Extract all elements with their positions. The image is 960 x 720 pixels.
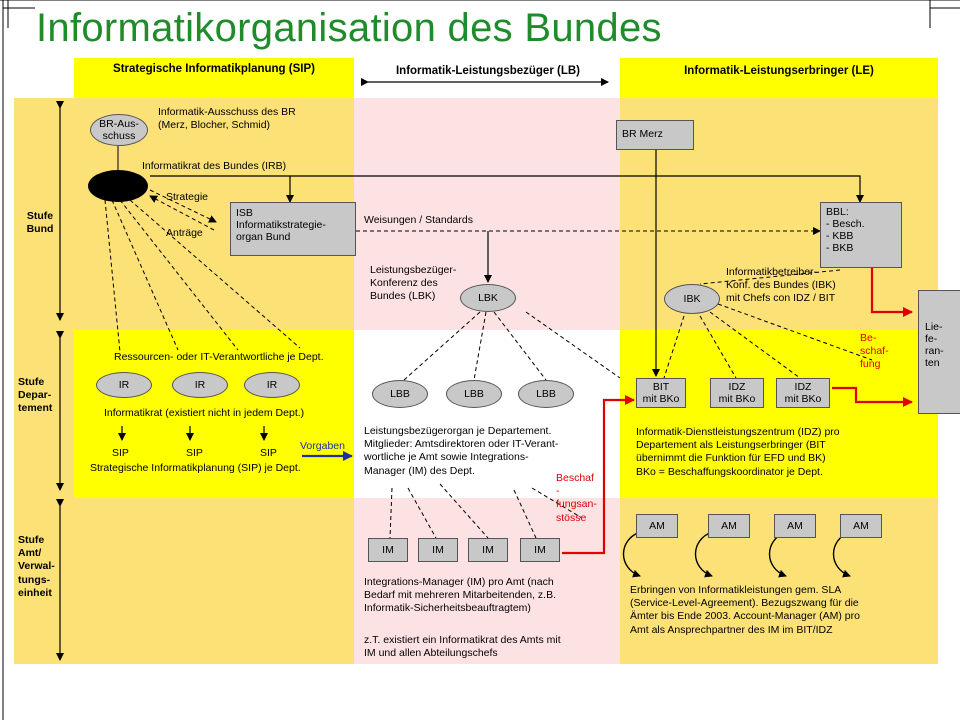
weisungen-label: Weisungen / Standards (364, 214, 473, 226)
level-amt-band (14, 498, 74, 664)
lbb-ellipse-1: LBB (372, 380, 428, 408)
am-text: Erbringen von Informatikleistungen gem. … (630, 584, 860, 636)
im-box-2: IM (418, 538, 458, 562)
lbk-ellipse: LBK (460, 284, 516, 312)
am-box-1: AM (636, 514, 678, 538)
sip-label-2: SIP (186, 447, 203, 459)
level-bund-label: Stufe Bund (26, 210, 54, 236)
am-box-3: AM (774, 514, 816, 538)
ir-text: Informatikrat (existiert nicht in jedem … (104, 407, 305, 419)
sip-departement-zone (74, 330, 354, 498)
im-text: Integrations-Manager (IM) pro Amt (nach … (364, 576, 557, 615)
le-departement-zone (620, 330, 938, 498)
am-box-4: AM (840, 514, 882, 538)
sip-header-band (74, 58, 354, 98)
lieferanten-box: Lie- fe- ran- ten (918, 290, 960, 414)
ibk-ellipse: IBK (664, 284, 720, 314)
ibk-text: Informatikbetreiber- Konf. des Bundes (I… (726, 266, 836, 305)
level-bund-band (14, 98, 74, 330)
irb-ellipse (88, 170, 148, 202)
im-box-3: IM (468, 538, 508, 562)
im-text-2: z.T. existiert ein Informatikrat des Amt… (364, 634, 561, 660)
bit-box: BIT mit BKo (636, 378, 686, 408)
irb-text: Informatikrat des Bundes (IRB) (142, 160, 287, 172)
lbb-text: Leistungsbezügerorgan je Departement. Mi… (364, 425, 559, 477)
le-header-band (620, 58, 938, 98)
ressourcen-text: Ressourcen- oder IT-Verantwortliche je D… (114, 351, 324, 363)
header-le: Informatik-Leistungserbringer (LE) (684, 65, 874, 77)
level-departement-band (14, 330, 74, 498)
ir-ellipse-1: IR (96, 372, 152, 398)
sip-label-1: SIP (112, 447, 129, 459)
br-ausschuss-ellipse: BR-Aus- schuss (90, 114, 148, 146)
sip-amt-zone (74, 498, 354, 664)
isb-box: ISB Informatikstrategie- organ Bund (230, 202, 356, 256)
header-lb: Informatik-Leistungsbezüger (LB) (395, 65, 580, 77)
ir-ellipse-2: IR (172, 372, 228, 398)
beschaffungsanstoesse-label: Beschaf - fungsan- stösse (556, 472, 597, 524)
ir-ellipse-3: IR (244, 372, 300, 398)
lbb-ellipse-3: LBB (518, 380, 574, 408)
beschaffung-label: Be- schaf- fung (860, 332, 889, 371)
bbl-box: BBL: - Besch. - KBB - BKB (820, 202, 902, 268)
idz-box-1: IDZ mit BKo (710, 378, 764, 408)
am-box-2: AM (708, 514, 750, 538)
vorgaben-label: Vorgaben (300, 440, 345, 452)
br-merz-box: BR Merz (616, 120, 694, 150)
lbb-ellipse-2: LBB (446, 380, 502, 408)
im-box-1: IM (368, 538, 408, 562)
idz-box-2: IDZ mit BKo (776, 378, 830, 408)
lb-amt-zone (354, 498, 620, 664)
br-ausschuss-text: Informatik-Ausschuss des BR (Merz, Bloch… (158, 106, 296, 132)
level-departement-label: Stufe Depar- tement (18, 376, 53, 415)
sip-label-3: SIP (260, 447, 277, 459)
antraege-label: Anträge (166, 227, 203, 239)
strategie-label: Strategie (166, 191, 209, 203)
page-title: Informatikorganisation des Bundes (36, 6, 662, 50)
sip-text: Strategische Informatikplanung (SIP) je … (90, 462, 301, 474)
idz-text: Informatik-Dienstleistungszentrum (IDZ) … (636, 426, 840, 478)
level-amt-label: Stufe Amt/ Verwal- tungs- einheit (18, 534, 55, 599)
lbk-text: Leistungsbezüger- Konferenz des Bundes (… (370, 264, 457, 303)
header-sip: Strategische Informatikplanung (SIP) (113, 63, 315, 75)
im-box-4: IM (520, 538, 560, 562)
